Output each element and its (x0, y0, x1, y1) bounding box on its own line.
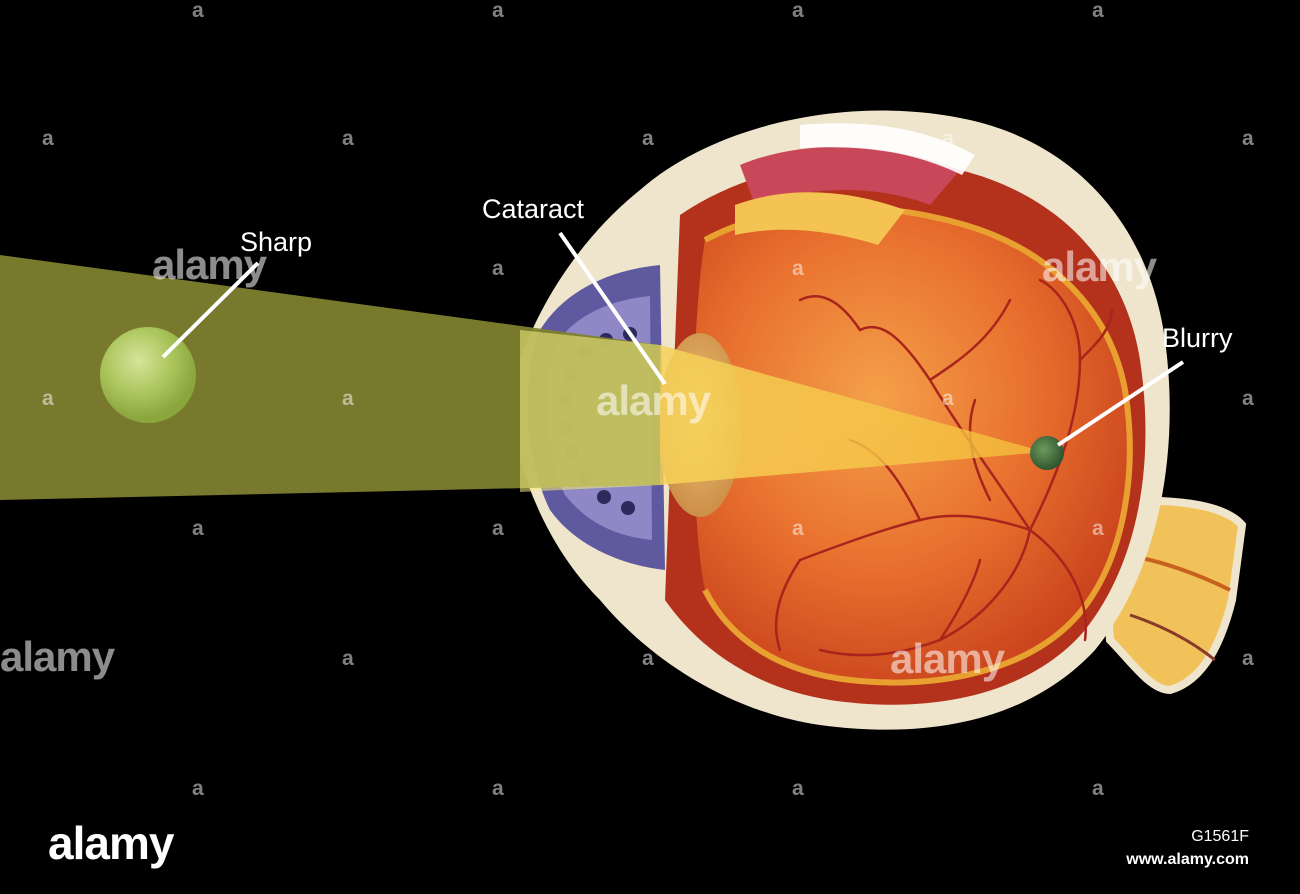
watermark-logo: alamy (596, 377, 711, 424)
label-cataract: Cataract (482, 194, 585, 224)
watermark-tile: a (42, 387, 54, 410)
watermark-tile: a (192, 517, 204, 540)
footer-bar (0, 800, 1300, 894)
footer-url: www.alamy.com (1126, 851, 1249, 868)
watermark-tile: a (1092, 517, 1104, 540)
cataract-leader-line (558, 231, 667, 386)
watermark-tile: a (642, 127, 654, 150)
watermark-tile: a (942, 127, 954, 150)
light-beam (0, 255, 660, 500)
retinal-vessels (774, 278, 1114, 657)
watermark-tile: a (1092, 777, 1104, 800)
object-sphere (100, 327, 196, 423)
watermark-tile: a (1242, 127, 1254, 150)
sharp-leader-line (161, 261, 260, 359)
watermark-logo: alamy (890, 635, 1005, 682)
watermark-tile: a (642, 647, 654, 670)
watermark-tile: a (942, 387, 954, 410)
watermark-tile: a (342, 647, 354, 670)
watermark-tile: a (192, 777, 204, 800)
image-id: G1561F (1191, 828, 1249, 845)
footer-logo: alamy (48, 817, 174, 869)
watermark-tile: a (792, 0, 804, 22)
blurry-spot (1030, 436, 1064, 470)
watermark-tile: a (792, 257, 804, 280)
watermark-tile: a (492, 517, 504, 540)
watermark-tile: a (792, 517, 804, 540)
watermark-logo: alamy (1042, 243, 1157, 290)
watermark-logo: alamy (0, 633, 115, 680)
watermark-tile: a (1092, 0, 1104, 22)
watermark-tile: a (342, 387, 354, 410)
label-blurry: Blurry (1162, 323, 1233, 353)
watermark-tile: a (492, 0, 504, 22)
watermark-tile: a (492, 257, 504, 280)
watermark-tile: a (42, 127, 54, 150)
beam-cornea-overlay (520, 330, 660, 492)
ciliary-body (740, 146, 960, 205)
watermark-tile: a (1242, 387, 1254, 410)
focus-cone (660, 345, 1045, 485)
watermark-tile: a (792, 777, 804, 800)
watermark-logo: alamy (152, 241, 267, 288)
label-sharp: Sharp (240, 227, 313, 257)
watermark-tile: a (1242, 647, 1254, 670)
watermark-tile: a (192, 0, 204, 22)
blurry-leader-line (1056, 360, 1185, 447)
watermark-tile: a (342, 127, 354, 150)
watermark-tile: a (492, 777, 504, 800)
